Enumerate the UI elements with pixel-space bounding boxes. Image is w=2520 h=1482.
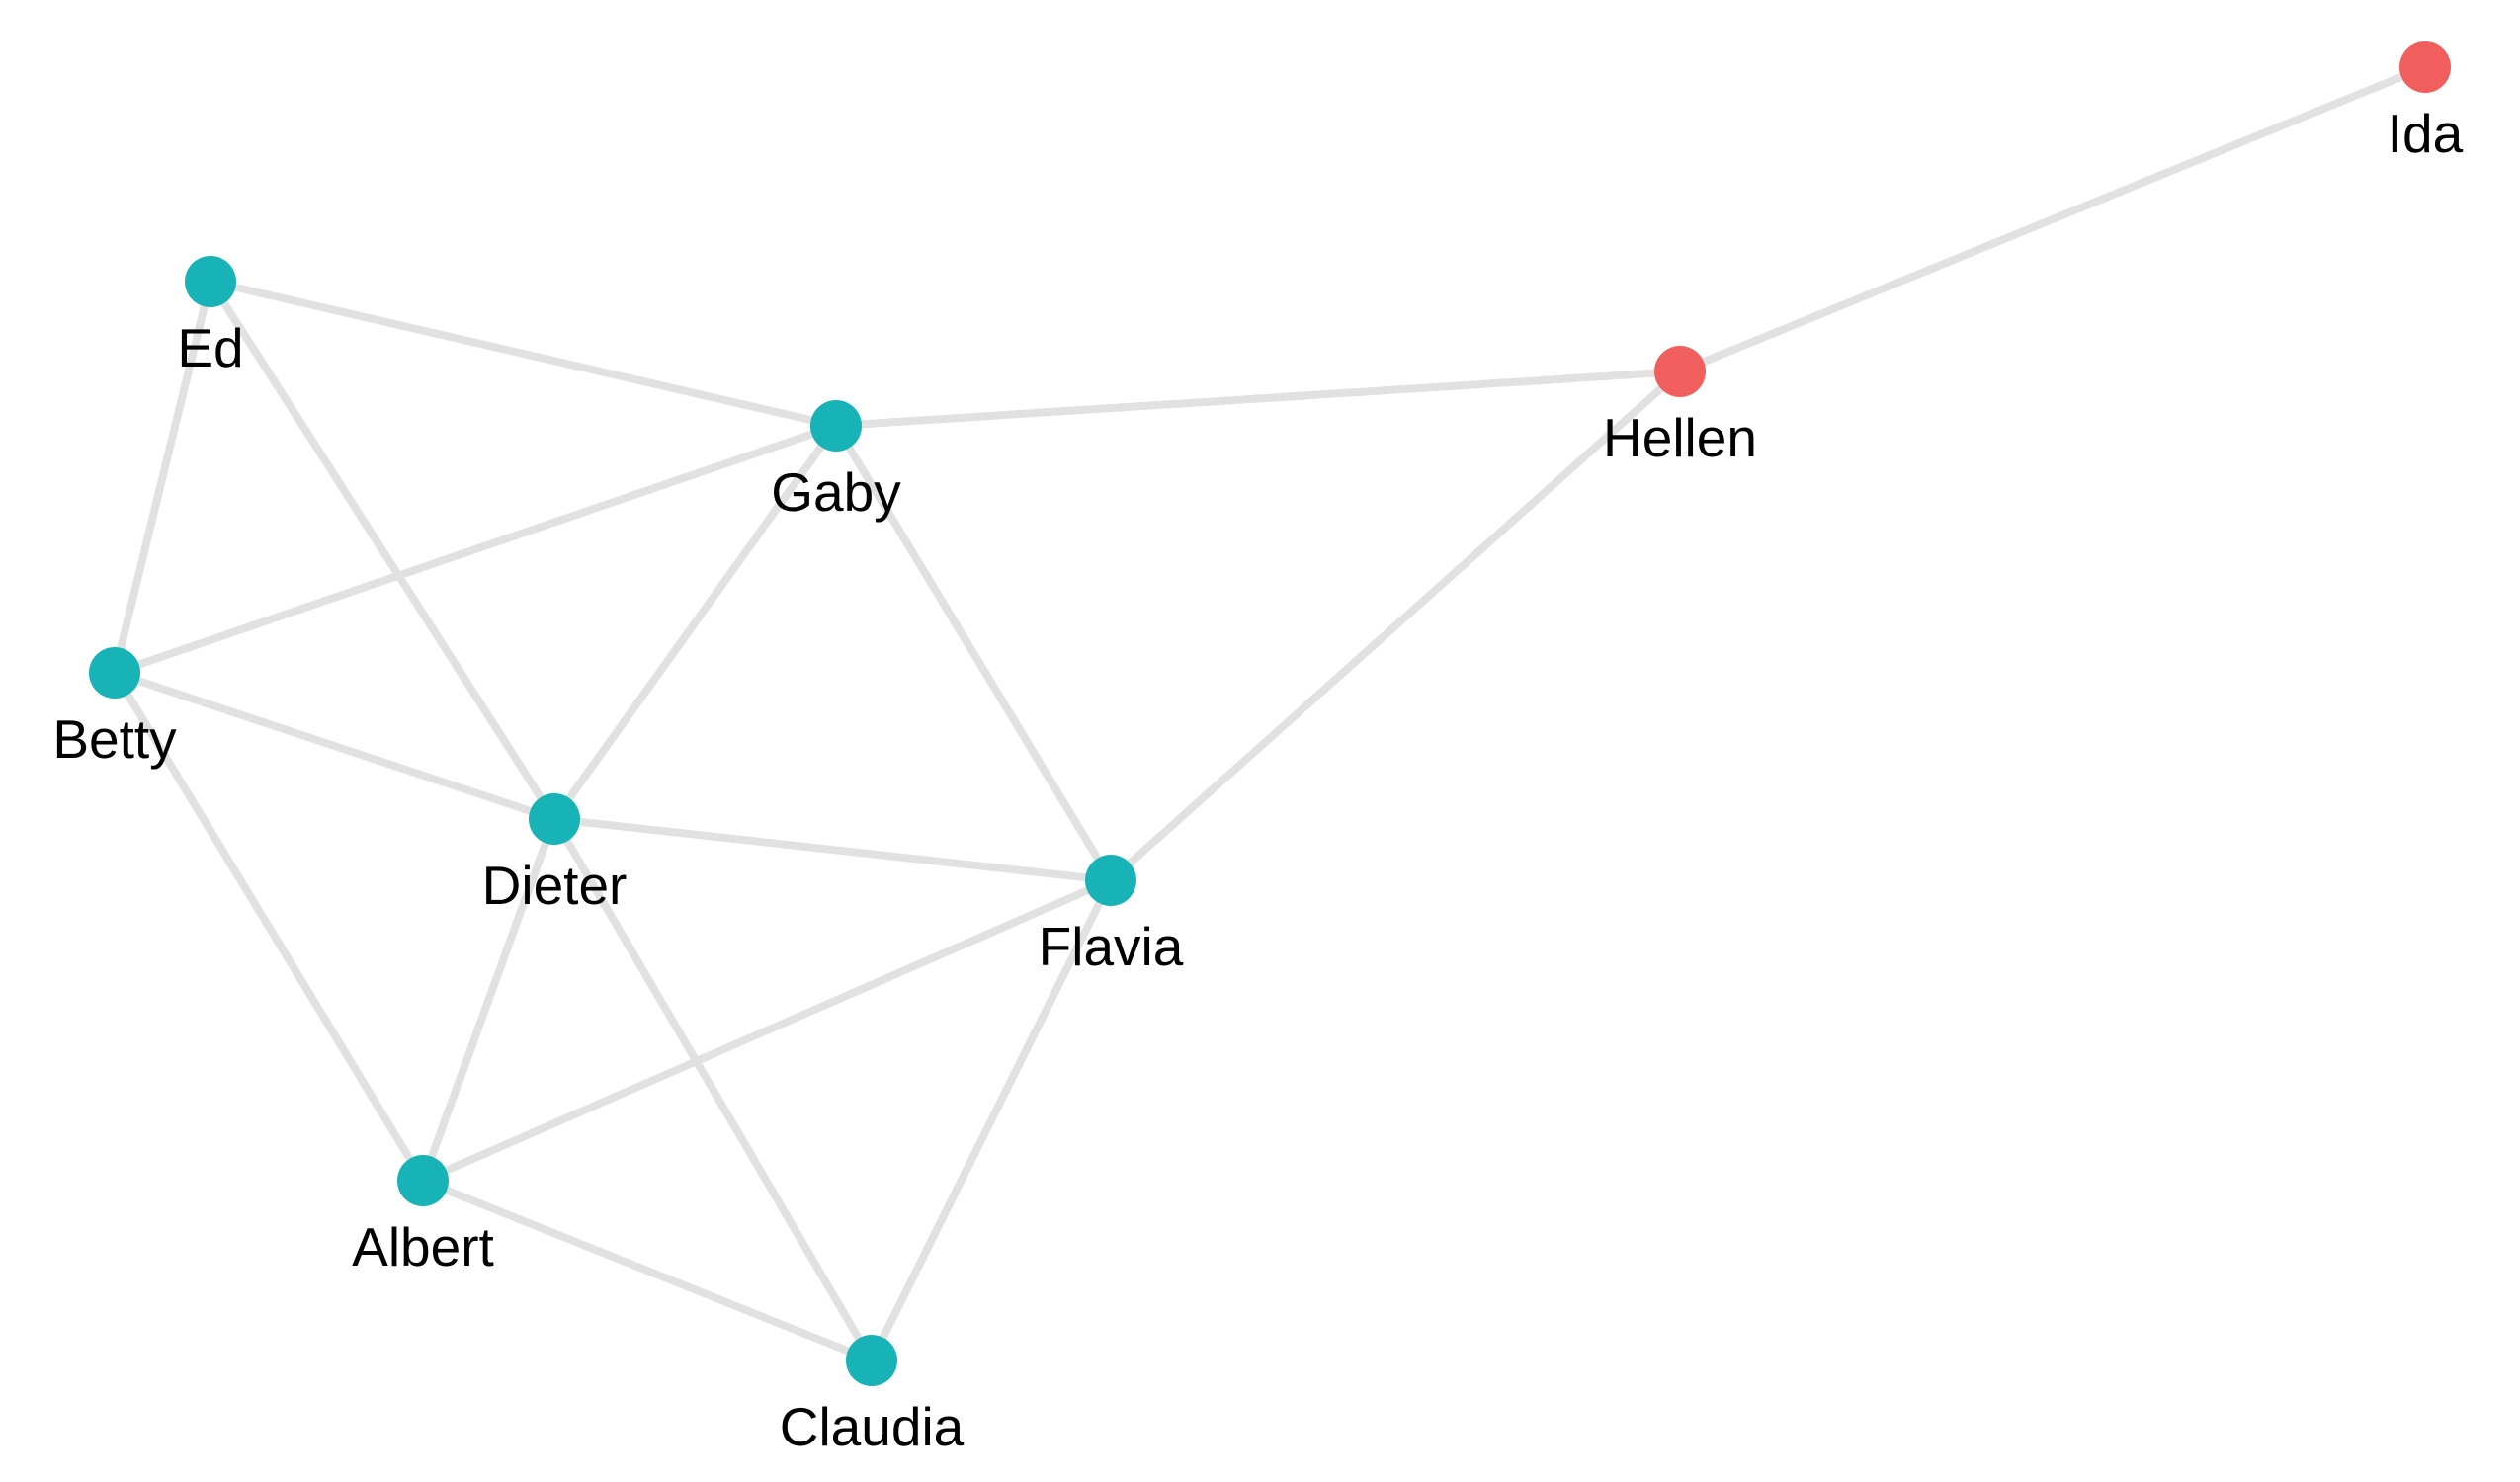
nodes-layer — [89, 41, 2451, 1386]
edge-ed-gaby — [207, 278, 840, 430]
node-dieter — [529, 793, 580, 845]
node-label-dieter: Dieter — [482, 855, 628, 916]
node-betty — [89, 647, 140, 699]
edge-ed-betty — [111, 278, 214, 677]
node-claudia — [846, 1335, 897, 1386]
node-label-betty: Betty — [52, 708, 177, 770]
node-label-albert: Albert — [352, 1216, 494, 1277]
node-albert — [397, 1155, 449, 1206]
node-label-claudia: Claudia — [780, 1396, 965, 1457]
edge-dieter-claudia — [550, 815, 876, 1364]
node-label-hellen: Hellen — [1603, 407, 1757, 468]
edge-dieter-flavia — [550, 815, 1115, 884]
edge-hellen-ida — [1676, 63, 2429, 375]
edge-flavia-albert — [419, 876, 1115, 1185]
edge-dieter-albert — [419, 815, 558, 1185]
node-label-gaby: Gaby — [771, 461, 901, 523]
edge-gaby-hellen — [832, 368, 1684, 430]
node-flavia — [1085, 855, 1136, 906]
node-hellen — [1654, 346, 1706, 397]
node-label-ida: Ida — [2388, 103, 2464, 164]
edge-ed-dieter — [207, 278, 558, 823]
node-label-flavia: Flavia — [1039, 916, 1184, 977]
edge-gaby-flavia — [832, 422, 1115, 884]
node-ida — [2399, 41, 2451, 93]
edges-layer — [111, 63, 2429, 1364]
edge-betty-dieter — [111, 669, 558, 823]
node-label-ed: Ed — [177, 317, 243, 378]
node-gaby — [810, 400, 862, 452]
edge-albert-claudia — [419, 1177, 876, 1364]
node-ed — [185, 256, 236, 307]
edge-flavia-hellen — [1107, 368, 1684, 884]
edge-gaby-dieter — [550, 422, 840, 823]
edge-gaby-betty — [111, 422, 840, 677]
edge-betty-albert — [111, 669, 427, 1185]
edge-flavia-claudia — [868, 876, 1115, 1364]
